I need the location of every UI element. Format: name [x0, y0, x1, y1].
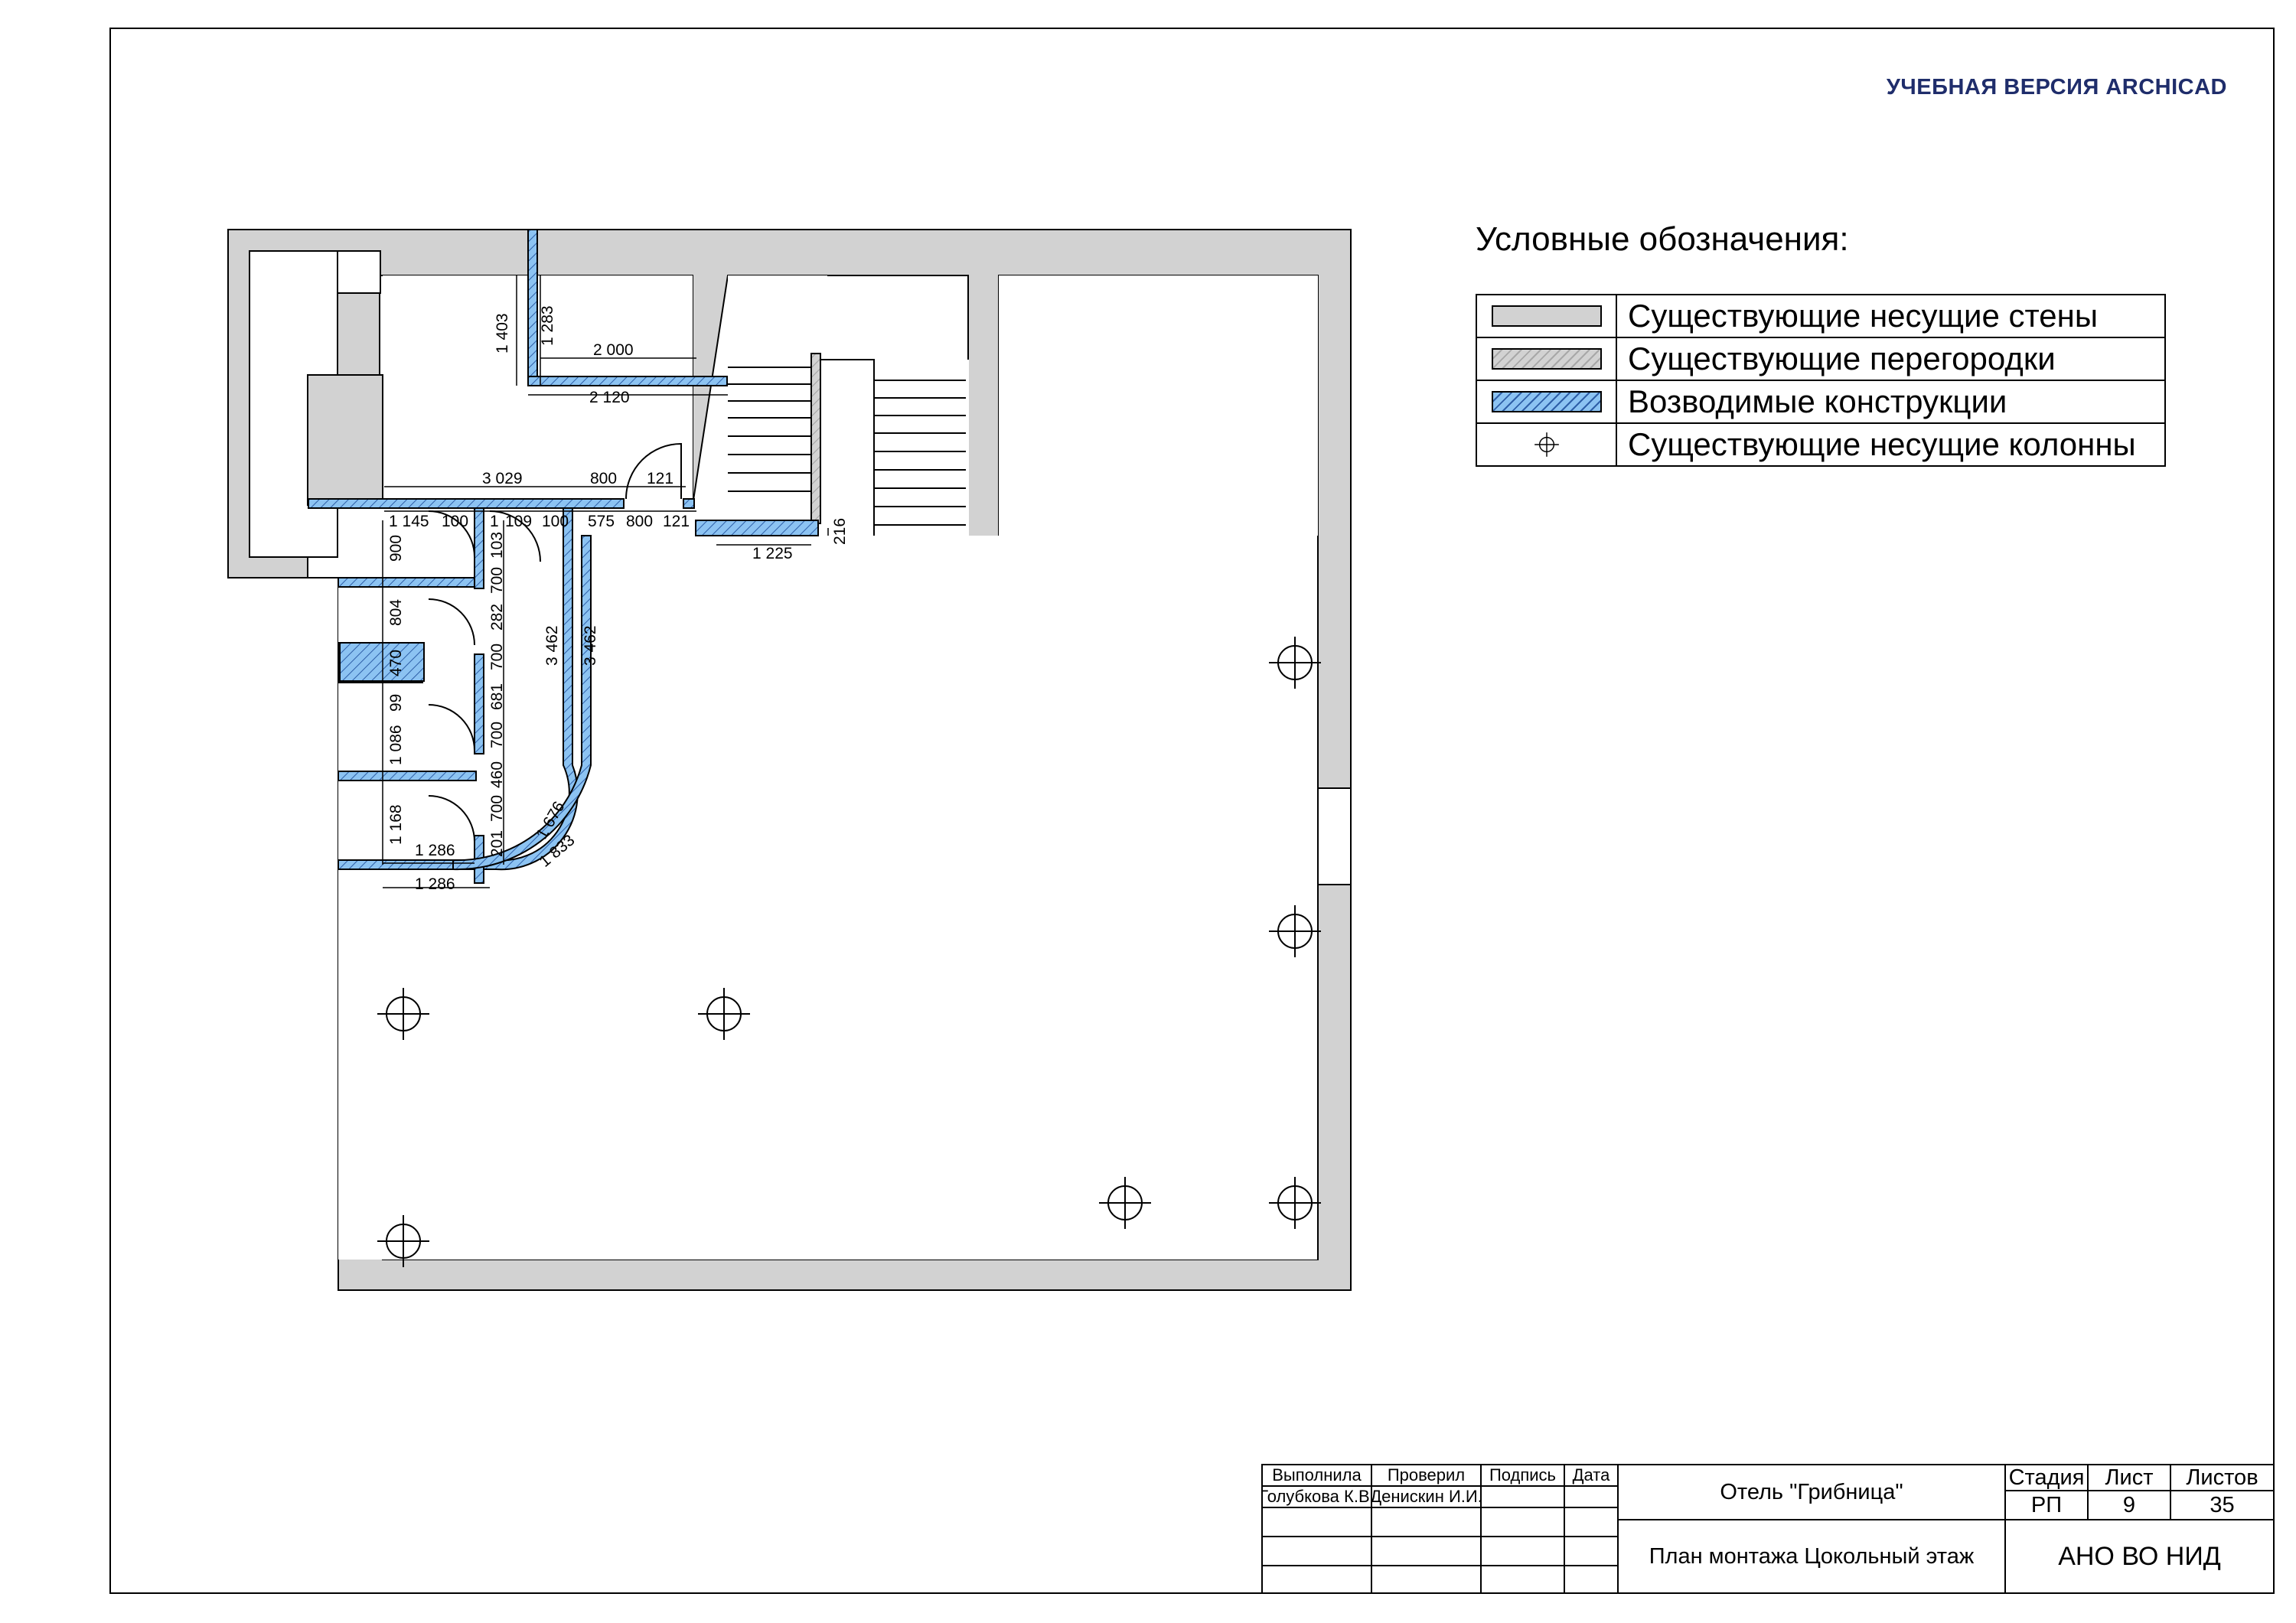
empty-cell: [1480, 1536, 1565, 1566]
dim-label: 100: [542, 513, 569, 530]
col-header-sign: Подпись: [1480, 1464, 1565, 1487]
dim-label: 216: [831, 518, 849, 545]
dim-label: 700: [488, 722, 506, 748]
dim-label: 700: [488, 795, 506, 822]
dim-label: 460: [488, 761, 506, 788]
sign-cell: [1480, 1485, 1565, 1508]
dim-label: 99: [387, 694, 405, 712]
sheets-label: Листов: [2170, 1464, 2275, 1491]
dim-label: 575: [588, 513, 615, 530]
hatched-grey-swatch: [1491, 348, 1602, 370]
col-header-date: Дата: [1564, 1464, 1619, 1487]
title-block: Выполнила Проверил Подпись Дата Голубков…: [1261, 1464, 2275, 1594]
legend-row: Возводимые конструкции: [1476, 380, 2166, 424]
dim-label: 2 000: [593, 341, 634, 359]
date-cell: [1564, 1485, 1619, 1508]
legend-row: Существующие перегородки: [1476, 337, 2166, 381]
legend-label: Существующие перегородки: [1616, 337, 2166, 381]
empty-cell: [1564, 1536, 1619, 1566]
dim-label: 282: [488, 604, 506, 631]
sheet-label: Лист: [2087, 1464, 2171, 1491]
empty-cell: [1261, 1507, 1372, 1537]
legend-row: Существующие несущие стены: [1476, 294, 2166, 338]
dim-label: 100: [442, 513, 468, 530]
watermark: УЧЕБНАЯ ВЕРСИЯ ARCHICAD: [1886, 75, 2227, 99]
empty-cell: [1371, 1536, 1482, 1566]
sheet-value: 9: [2087, 1490, 2171, 1520]
empty-cell: [1564, 1565, 1619, 1594]
new-constructions: [308, 229, 819, 884]
dim-label: 121: [647, 470, 673, 487]
legend-table: Существующие несущие стены Существующие …: [1476, 294, 2166, 467]
dim-label: 800: [590, 470, 617, 487]
drawing-frame: [109, 28, 2275, 1594]
dim-label: 201: [488, 830, 506, 857]
empty-cell: [1480, 1507, 1565, 1537]
legend-title: Условные обозначения:: [1476, 220, 1849, 258]
dim-label: 470: [387, 650, 405, 676]
dim-label: 1 283: [539, 305, 556, 346]
legend-label: Существующие несущие колонны: [1616, 422, 2166, 467]
dim-label: 3 462: [582, 625, 599, 666]
door-swings: [428, 442, 682, 842]
grey-wall-swatch: [1491, 305, 1602, 327]
dim-label: 1 145: [389, 513, 429, 530]
dim-label: 800: [626, 513, 653, 530]
dimension-lines: [382, 275, 829, 888]
col-header-done: Выполнила: [1261, 1464, 1372, 1487]
dim-label: 103: [488, 532, 506, 559]
dim-label: 681: [488, 683, 506, 710]
legend-label: Возводимые конструкции: [1616, 380, 2166, 424]
dim-label: 900: [387, 535, 405, 562]
sheets-value: 35: [2170, 1490, 2275, 1520]
author-name: Голубкова К.В.: [1261, 1485, 1372, 1508]
empty-cell: [1371, 1565, 1482, 1594]
dim-label: 1: [490, 513, 499, 530]
dim-label: 2 120: [589, 389, 630, 406]
sheet-title: План монтажа Цокольный этаж: [1617, 1519, 2006, 1594]
dim-label: 700: [488, 644, 506, 670]
dim-label: 1 086: [387, 725, 405, 765]
dim-label: 700: [488, 567, 506, 594]
project-name: Отель "Грибница": [1617, 1464, 2006, 1520]
empty-cell: [1261, 1565, 1372, 1594]
staircase: [728, 359, 966, 536]
dim-label: 1 168: [387, 804, 405, 845]
checker-name: Денискин И.И.: [1371, 1485, 1482, 1508]
dim-label: 1 403: [494, 313, 511, 354]
dim-label: 3 462: [543, 625, 561, 666]
stage-value: РП: [2004, 1490, 2089, 1520]
empty-cell: [1480, 1565, 1565, 1594]
dim-label: 109: [505, 513, 532, 530]
dim-label: 1 225: [752, 545, 793, 562]
existing-partition: [810, 353, 821, 524]
dim-label: 1 286: [415, 875, 455, 893]
dim-label: 3 029: [482, 470, 523, 487]
organization: АНО ВО НИД: [2004, 1519, 2275, 1594]
legend-label: Существующие несущие стены: [1616, 294, 2166, 338]
hatched-blue-swatch: [1491, 391, 1602, 412]
dim-label: 121: [663, 513, 690, 530]
legend-row: Существующие несущие колонны: [1476, 422, 2166, 467]
column-symbol-icon: [1534, 432, 1559, 457]
empty-cell: [1261, 1536, 1372, 1566]
dim-label: 804: [387, 599, 405, 626]
col-header-checked: Проверил: [1371, 1464, 1482, 1487]
empty-cell: [1371, 1507, 1482, 1537]
stage-label: Стадия: [2004, 1464, 2089, 1491]
dim-label: 1 286: [415, 842, 455, 859]
empty-cell: [1564, 1507, 1619, 1537]
